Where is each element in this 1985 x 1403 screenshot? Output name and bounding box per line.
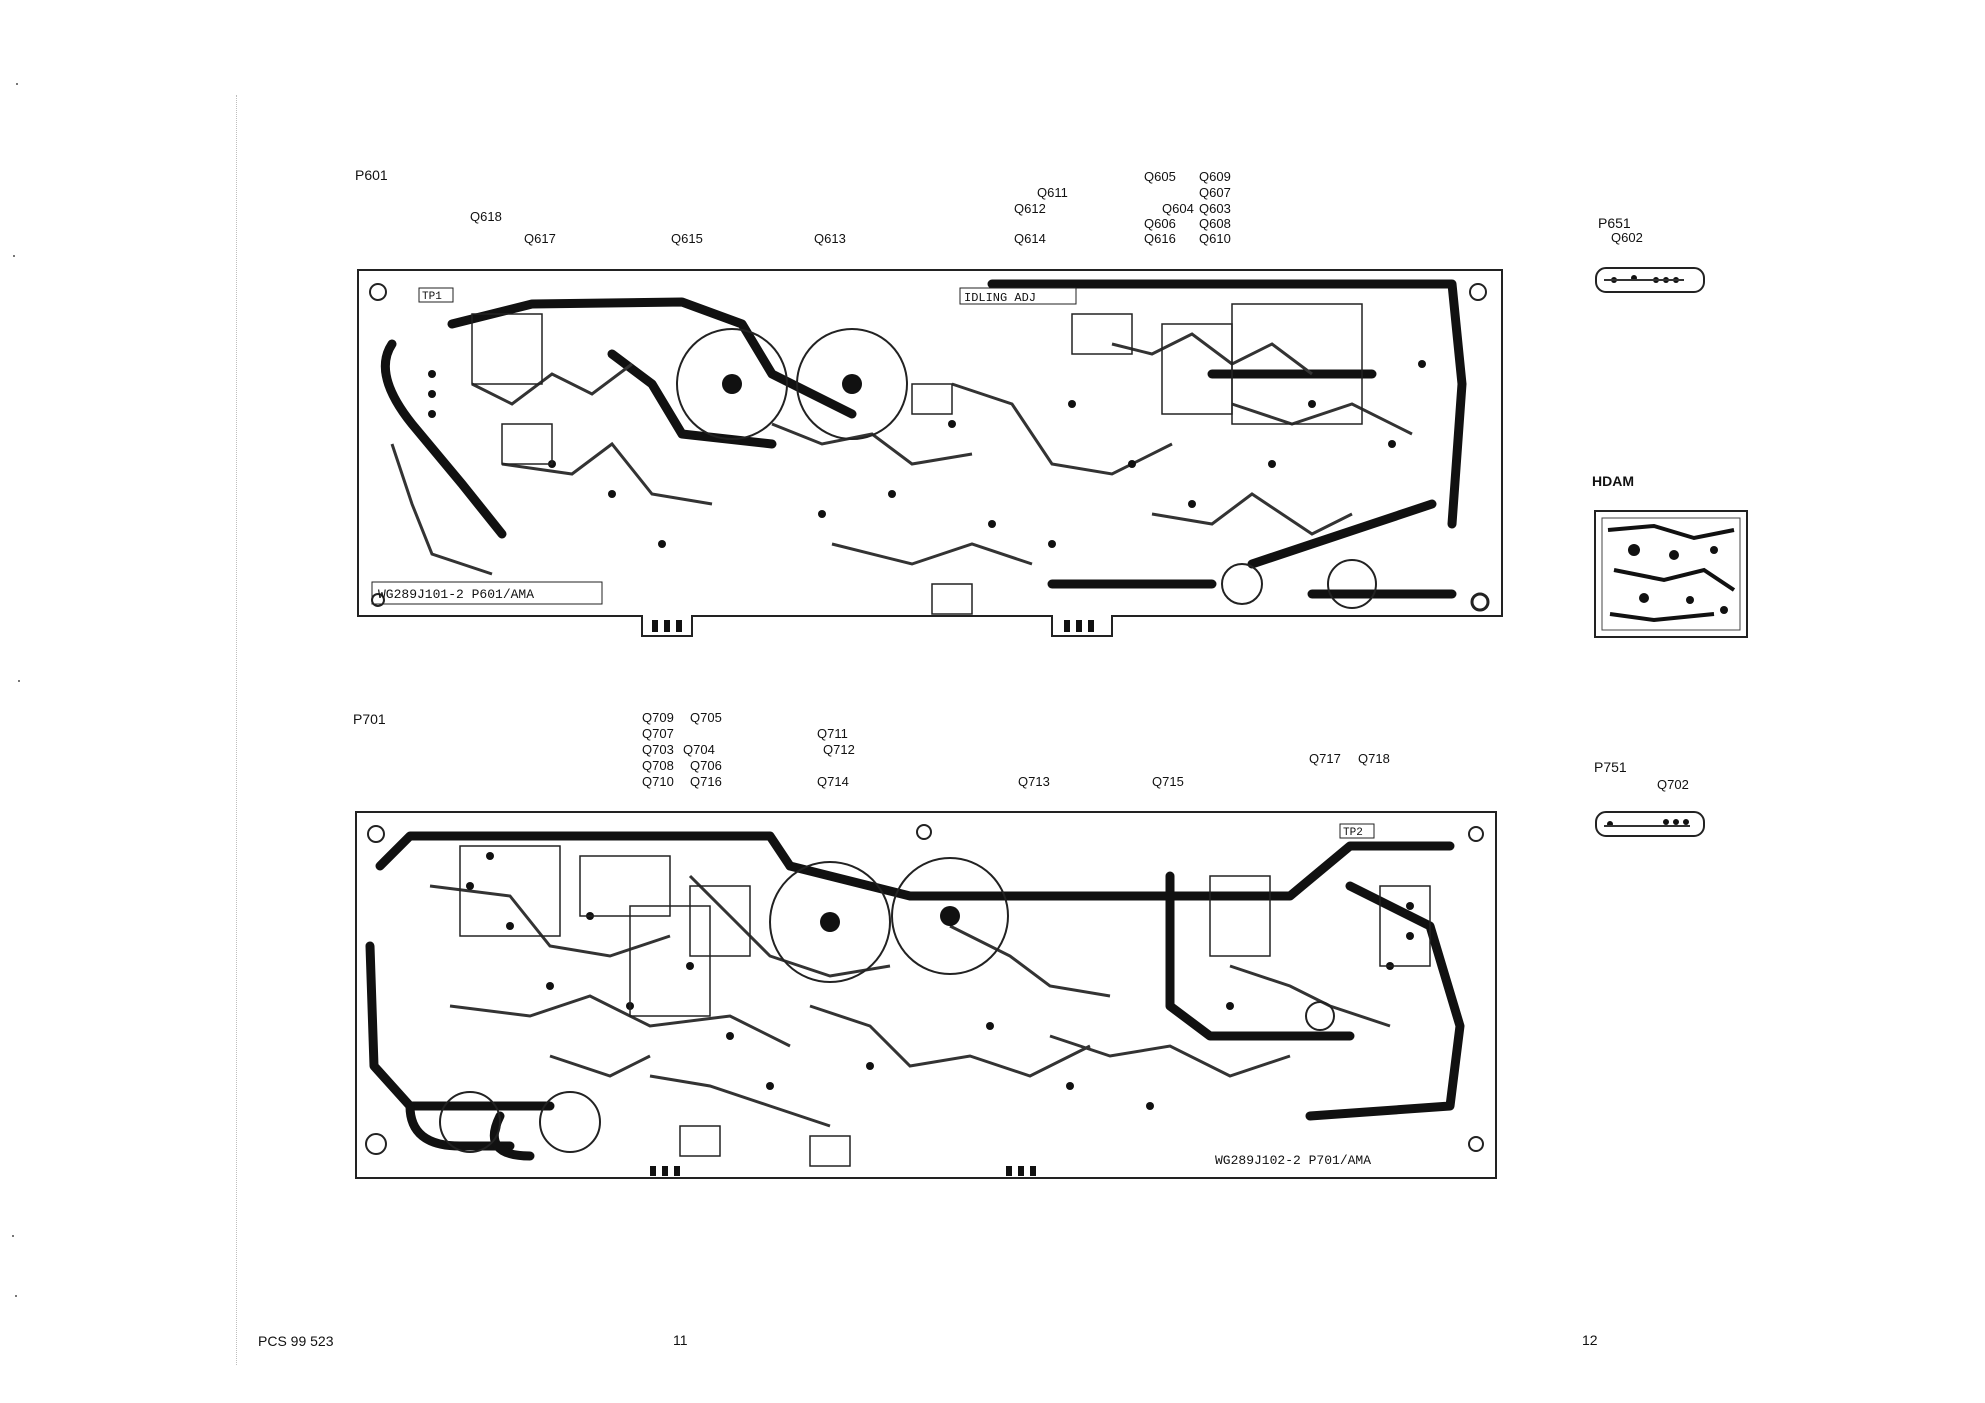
transistor-label: Q712: [823, 742, 855, 757]
transistor-label: Q707: [642, 726, 674, 741]
page-number-left: 11: [673, 1332, 688, 1348]
transistor-label: Q708: [642, 758, 674, 773]
document-code: PCS 99 523: [258, 1333, 334, 1349]
transistor-label: Q603: [1199, 201, 1231, 216]
pcb-layout-hdam: [1594, 510, 1748, 638]
transistor-label: Q615: [671, 231, 703, 246]
transistor-label: Q606: [1144, 216, 1176, 231]
transistor-label: Q703: [642, 742, 674, 757]
test-point-tp2: TP2: [1343, 827, 1363, 839]
scan-mark: [12, 1235, 14, 1237]
mounting-hole: [1468, 826, 1484, 842]
transistor-label: Q618: [470, 209, 502, 224]
mounting-hole: [367, 825, 385, 843]
capacitor-c723: [769, 861, 891, 983]
board-title-p601: P601: [355, 167, 388, 183]
transistor-label: Q715: [1152, 774, 1184, 789]
transistor-label: Q713: [1018, 774, 1050, 789]
mounting-hole: [1470, 592, 1490, 612]
transistor-label: Q705: [690, 710, 722, 725]
transistor-label: Q709: [642, 710, 674, 725]
pcb-layout-p651: [1595, 267, 1705, 293]
capacitor: [891, 857, 1009, 975]
transistor-label: Q610: [1199, 231, 1231, 246]
transistor-label: Q704: [683, 742, 715, 757]
transistor-label: Q702: [1657, 777, 1689, 792]
capacitor-c609: [1327, 559, 1377, 609]
transistor-label: Q607: [1199, 185, 1231, 200]
capacitor-c613: [796, 328, 908, 440]
capacitor: [539, 1091, 601, 1153]
transistor-label: Q602: [1611, 230, 1643, 245]
silkscreen-id-p701: WG289J102-2 P701/AMA: [1215, 1153, 1371, 1168]
capacitor: [1221, 563, 1263, 605]
board-title-p651: P651: [1598, 215, 1631, 231]
capacitor-c614: [676, 328, 788, 440]
test-point-tp1: TP1: [422, 291, 442, 303]
mounting-hole: [1468, 1136, 1484, 1152]
page-fold-line: [236, 95, 237, 1365]
transistor-label: Q710: [642, 774, 674, 789]
mounting-hole: [1469, 283, 1487, 301]
transistor-label: Q612: [1014, 201, 1046, 216]
transistor-label: Q609: [1199, 169, 1231, 184]
scan-mark: [13, 255, 15, 257]
transistor-label: Q711: [817, 726, 848, 741]
idling-adj-label: IDLING ADJ: [964, 291, 1036, 305]
board-title-hdam: HDAM: [1592, 473, 1634, 489]
mounting-hole: [365, 1133, 387, 1155]
scan-mark: [16, 83, 18, 85]
page-number-right: 12: [1582, 1332, 1598, 1348]
transistor-label: Q608: [1199, 216, 1231, 231]
silkscreen-id-p601: WG289J101-2 P601/AMA: [378, 587, 534, 602]
pcb-layout-p601: WG289J101-2 P601/AMA TP1 IDLING ADJ: [357, 269, 1503, 637]
transistor-label: Q611: [1037, 185, 1068, 200]
transistor-label: Q605: [1144, 169, 1176, 184]
scan-mark: [18, 680, 20, 682]
transistor-label: Q617: [524, 231, 556, 246]
transistor-label: Q716: [690, 774, 722, 789]
transistor-label: Q614: [1014, 231, 1046, 246]
capacitor-c713: [1305, 1001, 1335, 1031]
pcb-layout-p751: [1595, 811, 1705, 837]
transistor-label: Q613: [814, 231, 846, 246]
transistor-label: Q718: [1358, 751, 1390, 766]
scan-mark: [15, 1295, 17, 1297]
transistor-label: Q604: [1162, 201, 1194, 216]
mounting-hole: [916, 824, 932, 840]
mounting-hole: [369, 283, 387, 301]
board-title-p751: P751: [1594, 759, 1627, 775]
capacitor-c703: [439, 1091, 501, 1153]
transistor-label: Q714: [817, 774, 849, 789]
transistor-label: Q717: [1309, 751, 1341, 766]
pcb-layout-p701: TP2 WG289J102-2 P701/AMA: [355, 811, 1497, 1179]
board-title-p701: P701: [353, 711, 386, 727]
transistor-label: Q706: [690, 758, 722, 773]
transistor-label: Q616: [1144, 231, 1176, 246]
